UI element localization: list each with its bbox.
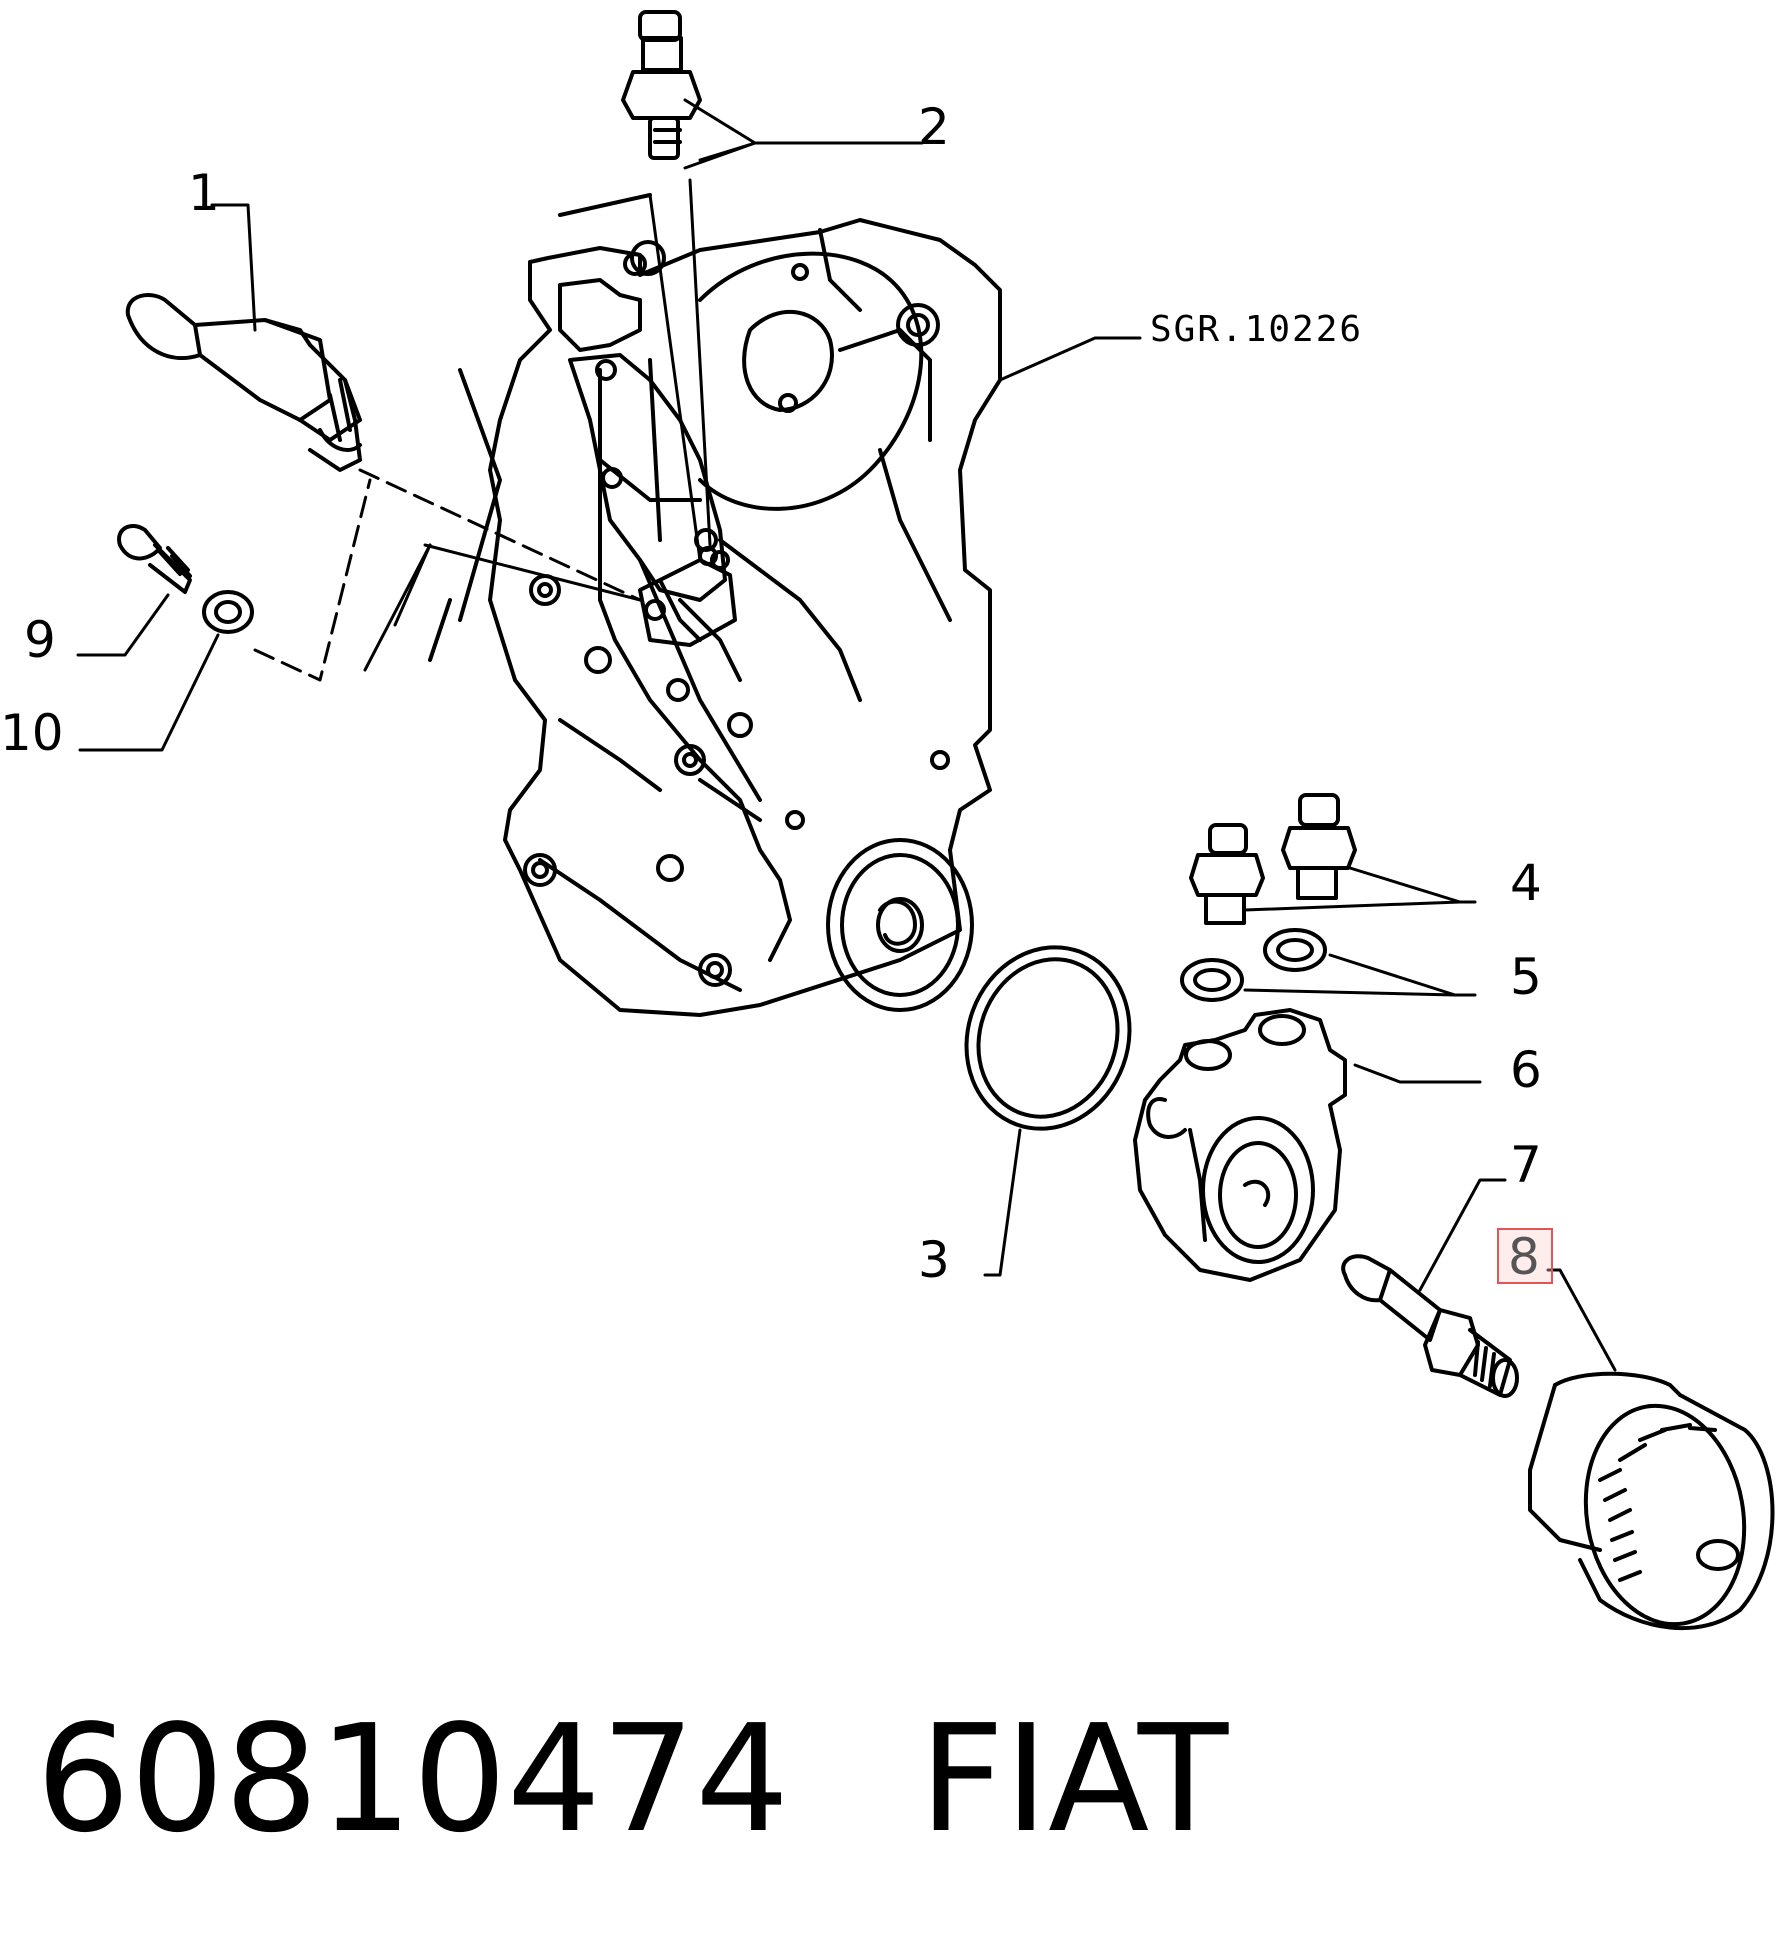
callout-8-highlight xyxy=(1497,1228,1553,1284)
part-1-temperature-sensor xyxy=(125,293,362,472)
callout-label-3: 3 xyxy=(918,1231,950,1289)
callout-label-2: 2 xyxy=(918,98,950,156)
leader-lines xyxy=(76,98,1617,1372)
part-2-pressure-sensor xyxy=(621,10,702,160)
brand-name: FIAT xyxy=(919,1693,1229,1865)
part-8-oil-filter xyxy=(1528,1371,1775,1631)
callout-label-8: 8 xyxy=(1508,1228,1540,1286)
engine-cover-housing xyxy=(428,193,1002,1017)
callout-label-10: 10 xyxy=(0,704,64,762)
drawing-reference-code: SGR.10226 xyxy=(1150,309,1364,350)
callout-label-6: 6 xyxy=(1510,1041,1542,1099)
part-3-o-ring xyxy=(964,945,1132,1131)
part-number: 60810474 xyxy=(36,1693,790,1865)
callout-label-7: 7 xyxy=(1510,1136,1542,1194)
callout-label-9: 9 xyxy=(24,611,56,669)
callout-label-5: 5 xyxy=(1510,948,1542,1006)
callout-label-4: 4 xyxy=(1510,854,1542,912)
part-4-fittings xyxy=(1189,793,1357,925)
part-9-bolt xyxy=(117,524,192,594)
part-10-washer xyxy=(202,590,254,634)
part-7-threaded-nipple xyxy=(1341,1254,1519,1398)
part-6-filter-adapter xyxy=(1133,1008,1347,1282)
callout-label-1: 1 xyxy=(188,164,220,222)
part-5-washers xyxy=(1180,928,1327,1002)
